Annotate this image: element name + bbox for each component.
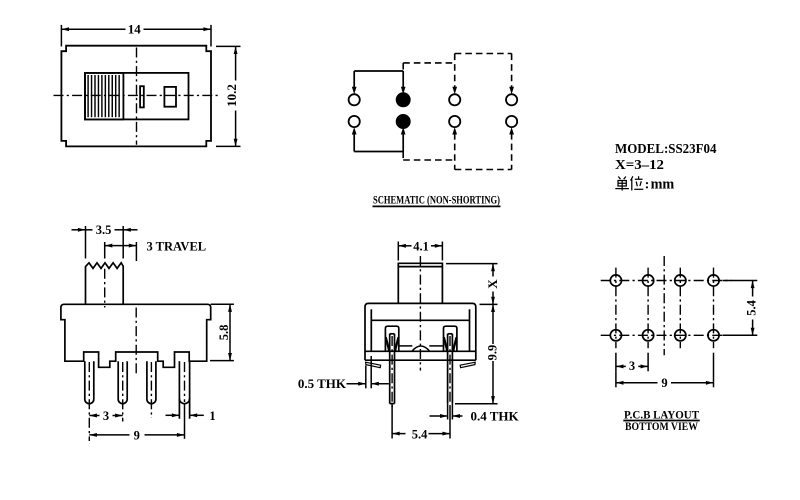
svg-text:5.8: 5.8 <box>217 325 231 341</box>
svg-text:0.5 THK: 0.5 THK <box>298 376 347 391</box>
svg-text::: : <box>645 177 650 192</box>
svg-text:0.4 THK: 0.4 THK <box>471 409 520 424</box>
svg-text:9.9: 9.9 <box>486 345 500 361</box>
svg-text:1: 1 <box>209 409 215 423</box>
svg-text:9: 9 <box>661 376 667 390</box>
svg-text:9: 9 <box>134 428 140 442</box>
svg-text:3: 3 <box>629 359 635 373</box>
svg-text:X=3–12: X=3–12 <box>615 158 664 173</box>
svg-text:10.2: 10.2 <box>224 84 239 107</box>
svg-text:5.4: 5.4 <box>412 427 428 441</box>
svg-text:5.4: 5.4 <box>745 299 759 315</box>
svg-text:4.1: 4.1 <box>413 240 429 254</box>
svg-text:X: X <box>485 279 500 289</box>
svg-text:P.C.B LAYOUT: P.C.B LAYOUT <box>624 407 699 421</box>
svg-text:MODEL:SS23F04: MODEL:SS23F04 <box>615 142 717 157</box>
svg-text:BOTTOM VIEW: BOTTOM VIEW <box>625 419 698 433</box>
svg-text:3: 3 <box>103 409 109 423</box>
svg-text:3 TRAVEL: 3 TRAVEL <box>147 240 207 254</box>
svg-text:mm: mm <box>651 177 675 193</box>
svg-text:14: 14 <box>128 22 142 37</box>
svg-text:3.5: 3.5 <box>96 223 112 237</box>
svg-text:SCHEMATIC (NON-SHORTING): SCHEMATIC (NON-SHORTING) <box>373 194 500 207</box>
